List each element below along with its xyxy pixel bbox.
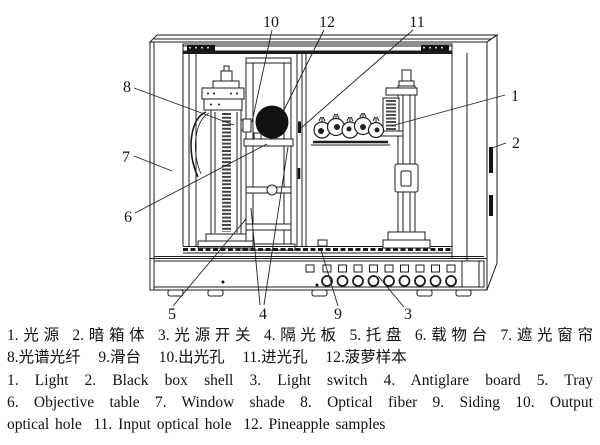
callout-4-antiglare-board: 4: [259, 306, 267, 322]
callout-1-light: 1: [511, 88, 519, 105]
callout-8-optical-fiber: 8: [123, 79, 131, 96]
top-rail: [182, 43, 453, 54]
callout-11-input-optical-hole: 11: [409, 14, 424, 31]
pineapple-samples-tray: [311, 112, 390, 146]
black-box-shell-outline: [148, 34, 499, 291]
light-column-assembly: [378, 69, 431, 249]
callout-10-output-optical-hole: 10: [263, 14, 279, 31]
sliding-table-rail: [154, 239, 484, 257]
caption-zh-line-1: 1.光源 2.暗箱体 3.光源开关 4.隔光板 5.托盘 6.载物台 7.遮光窗…: [7, 327, 593, 344]
figure-caption: 1.光源 2.暗箱体 3.光源开关 4.隔光板 5.托盘 6.载物台 7.遮光窗…: [7, 325, 593, 436]
pineapple-sample-sphere: [255, 105, 289, 139]
callout-3-light-switch: 3: [404, 306, 412, 322]
light-switch-panel: [150, 258, 487, 288]
callout-5-tray: 5: [168, 306, 176, 322]
callout-12-pineapple-samples: 12: [319, 14, 335, 31]
caption-zh-line-2: 8.光谱光纤 9.滑台 10.出光孔 11.进光孔 12.菠萝样本: [7, 349, 407, 367]
callout-7-window-shade: 7: [122, 149, 130, 166]
black-box-apparatus-diagram: 1 2 3 4 5 6 7 8 9 10 11 12: [122, 14, 520, 323]
caption-en-line-2: 6. Objective table 7. Window shade 8. Op…: [7, 393, 593, 411]
callout-leader-lines: [133, 29, 507, 308]
output-optical-hole: [242, 118, 252, 133]
input-optical-hole: [297, 121, 301, 179]
callout-6-objective-table: 6: [124, 209, 132, 226]
caption-en-line-1: 1. Light 2. Black box shell 3. Light swi…: [7, 371, 593, 389]
callout-numbers: 1 2 3 4 5 6 7 8 9 10 11 12: [122, 14, 520, 323]
cabinet-feet: [167, 289, 472, 297]
diagram-svg: 1 2 3 4 5 6 7 8 9 10 11 12: [122, 14, 520, 323]
callout-2-black-box-shell: 2: [512, 135, 520, 152]
optical-fiber-slide-assembly: [190, 65, 254, 249]
callout-9-siding: 9: [334, 306, 342, 322]
caption-en-line-3: optical hole 11. Input optical hole 12. …: [7, 416, 386, 434]
